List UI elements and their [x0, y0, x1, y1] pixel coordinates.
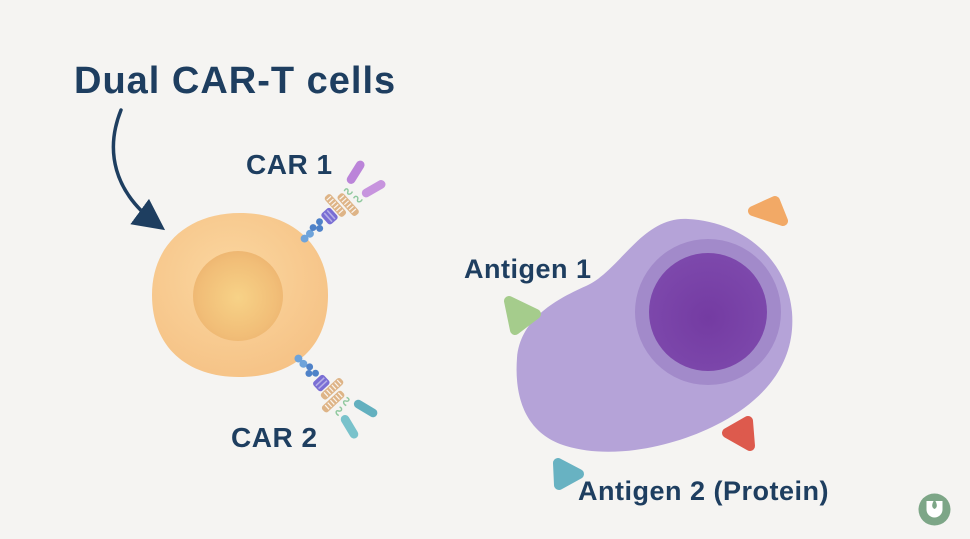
t-cell	[152, 213, 329, 377]
transmembrane-domain	[324, 193, 359, 217]
car1-label: CAR 1	[246, 149, 333, 180]
antigen1-label: Antigen 1	[464, 254, 592, 284]
transmembrane-domain	[320, 378, 345, 413]
antigen2-teal-triangle-icon	[553, 458, 584, 490]
antigen-orange-triangle-icon	[748, 196, 788, 226]
curved-arrow-icon	[111, 108, 166, 231]
drop-in-u-logo-icon	[918, 493, 951, 526]
antigen1-green-triangle-icon	[504, 296, 541, 335]
tumor-cell-nucleus	[649, 253, 767, 371]
antigen-red-triangle-icon	[722, 416, 755, 451]
car2-receptor-icon	[294, 354, 378, 439]
antigen2-label: Antigen 2 (Protein)	[578, 476, 829, 506]
car1-receptor-icon	[300, 160, 386, 243]
t-cell-nucleus	[193, 251, 283, 341]
page-title: Dual CAR-T cells	[74, 60, 397, 102]
tumor-cell	[516, 218, 793, 452]
car2-label: CAR 2	[231, 422, 318, 453]
